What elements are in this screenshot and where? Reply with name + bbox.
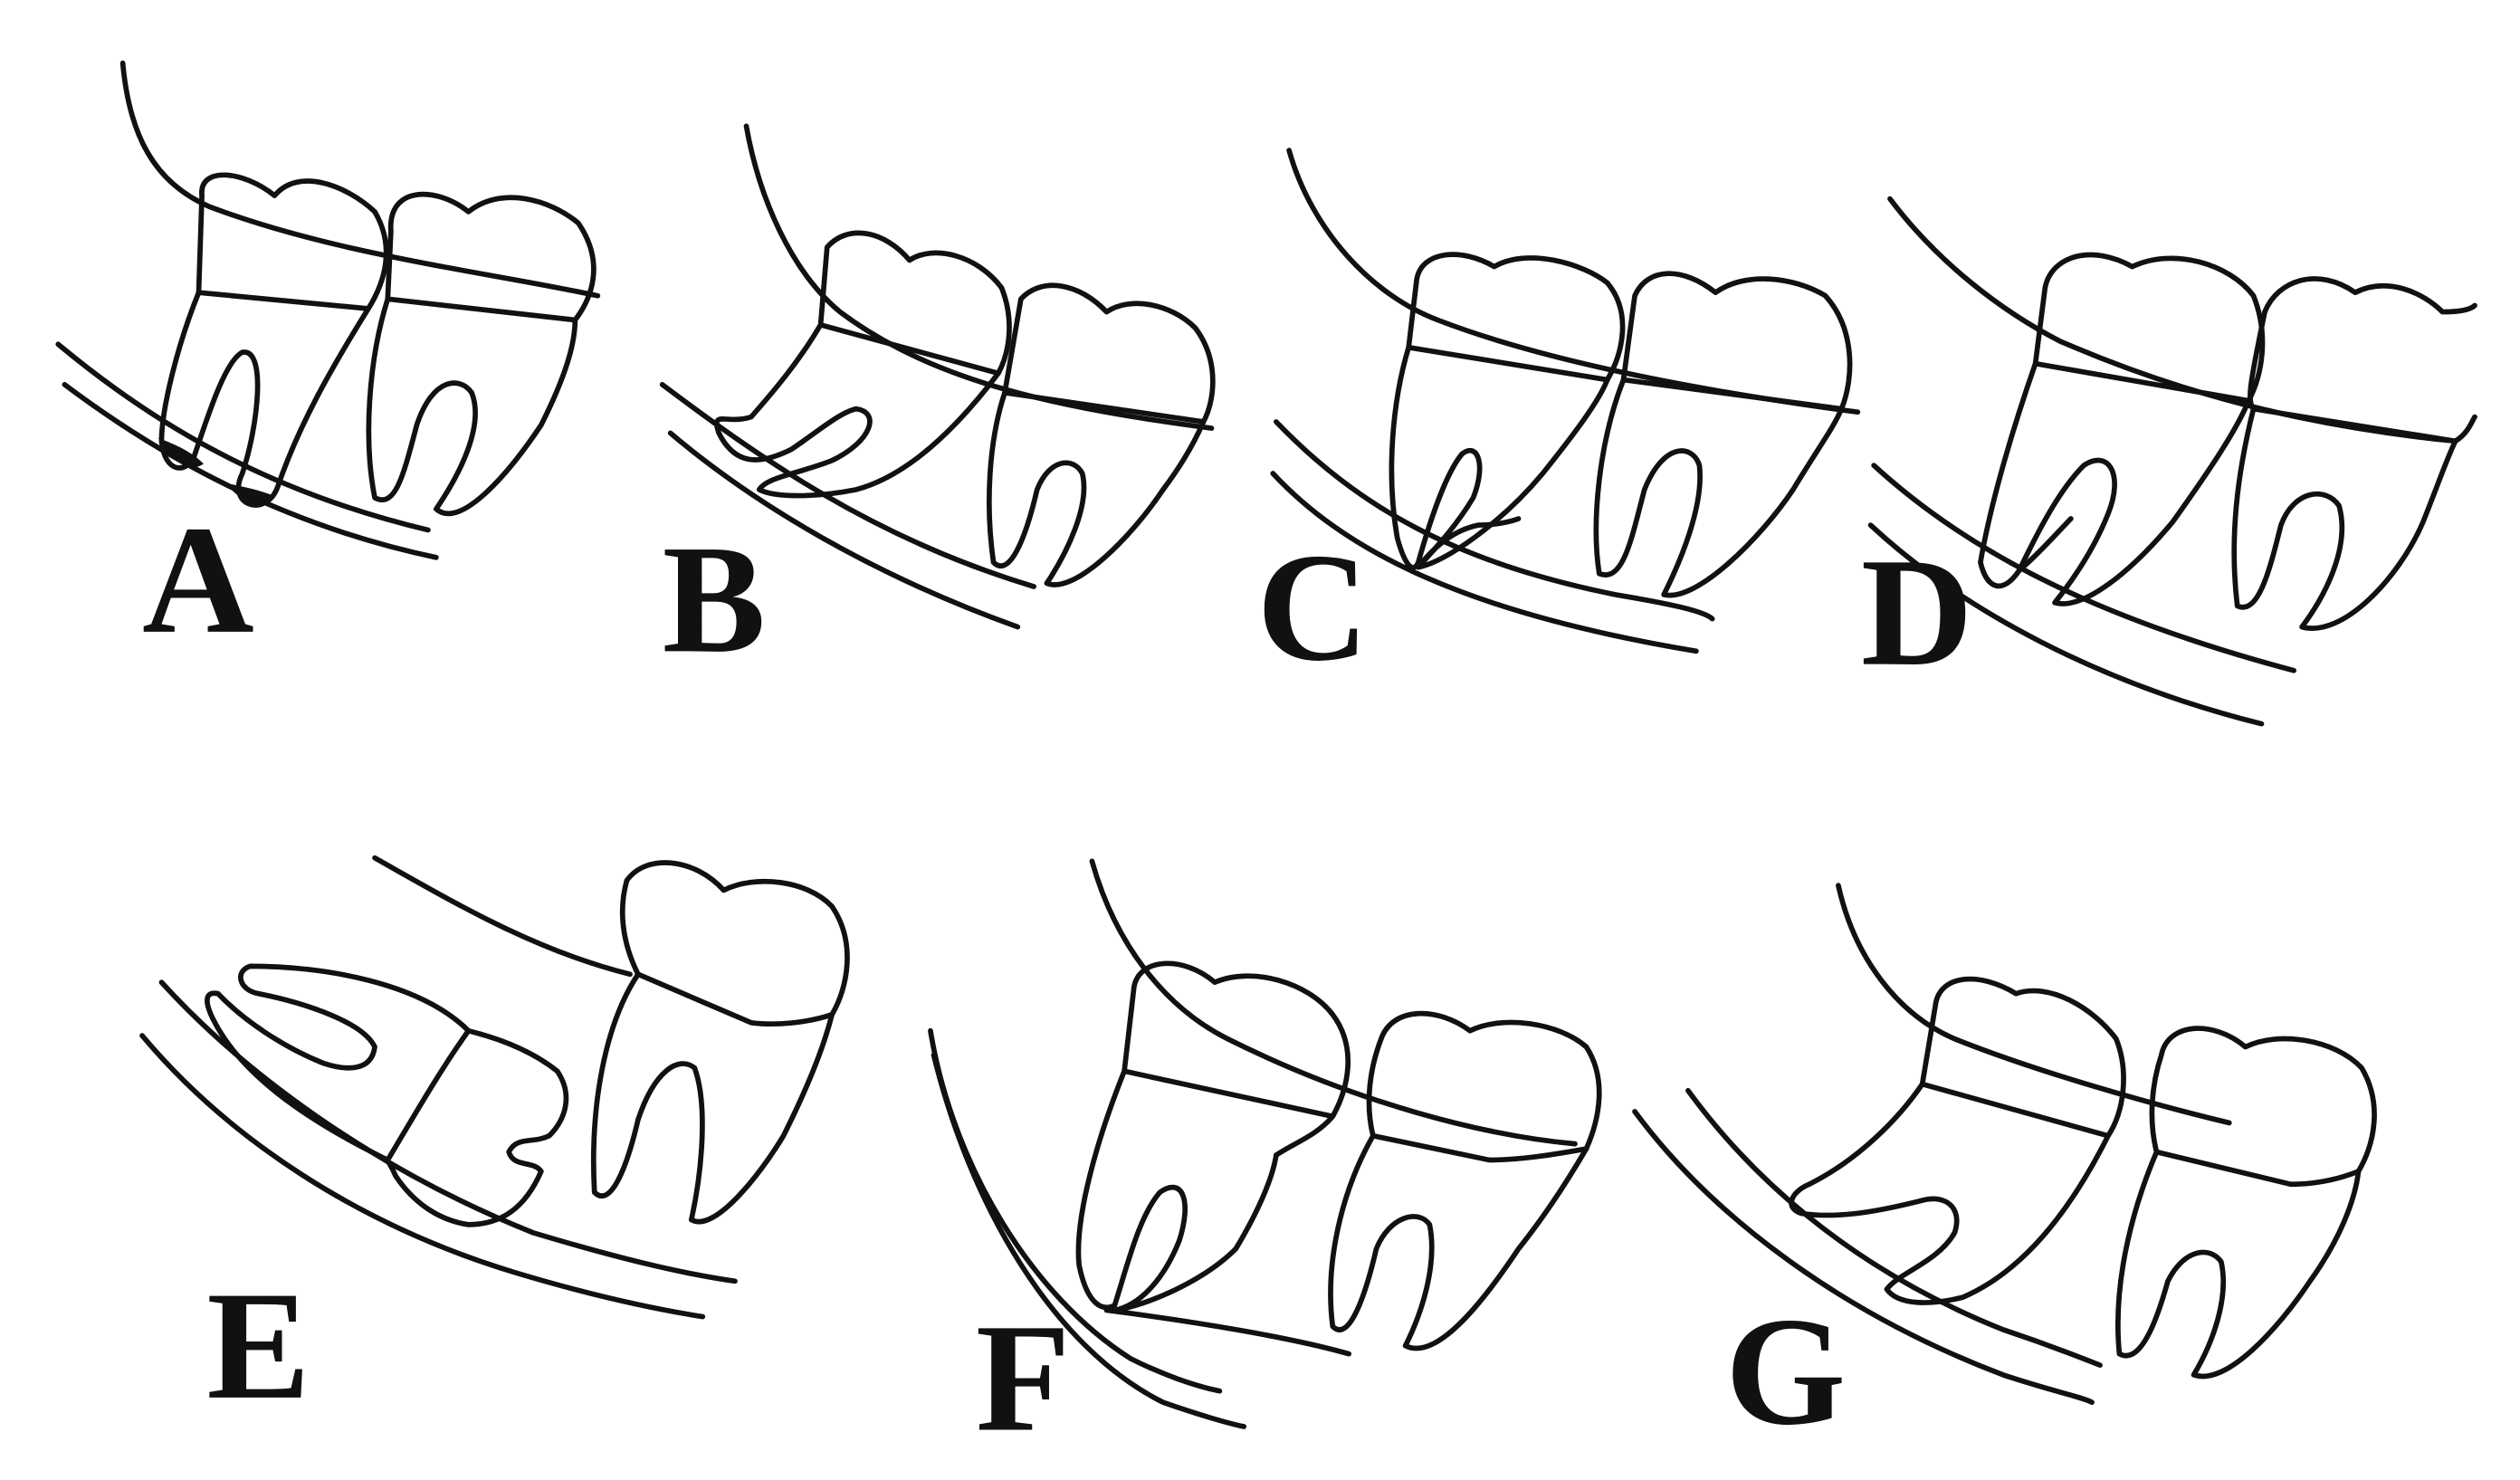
panel-d: D [1861,196,2477,727]
wisdom-tooth-crown [196,172,389,311]
wisdom-tooth-root [1075,1068,1279,1313]
second-molar-crown [385,191,597,323]
panel-f: F [928,858,1602,1465]
panel-label: B [663,513,766,685]
panel-b: B [659,123,1216,685]
bone-line-upper [1871,463,2297,673]
panel-label: C [1256,521,1369,693]
bone-line-lower [667,430,1021,630]
panel-g: G [1632,883,2377,1457]
panel-label: D [1861,527,1973,699]
wisdom-tooth-crown [1406,252,1626,383]
root-shading [225,482,275,504]
wisdom-tooth-root [1389,344,1610,570]
second-molar-body [2248,309,2458,444]
wisdom-tooth-root [1789,1081,2111,1305]
bone-line-upper [1273,419,1715,622]
bone-line-upper [55,341,431,533]
panel-c: C [1256,148,1861,693]
second-molar-root [1593,377,1845,598]
wisdom-tooth-crown [1919,976,2126,1139]
wisdom-tooth-root [1978,360,2252,606]
gum-line [1089,858,1578,1147]
panel-a: A [55,60,601,666]
gum-line [1887,196,2477,444]
bone-line-lower [1270,471,1699,654]
panel-label: A [142,494,254,666]
second-molar-root [986,389,1207,587]
panel-label: G [1725,1285,1846,1457]
wisdom-tooth-crown [385,1027,569,1227]
panel-label: E [206,1260,310,1432]
gum-line [1836,883,2232,1126]
wisdom-tooth-root [714,321,1001,499]
second-molar-root [2115,1149,2362,1380]
wisdom-tooth-crown [1122,960,1351,1120]
gum-line [743,123,1215,431]
bone-line-lower [1632,1109,2095,1406]
root-inner-curve [2016,516,2074,573]
second-molar-crown [1002,282,1216,425]
second-molar-root [366,296,578,517]
wisdom-tooth-root [158,290,371,508]
wisdom-tooth-root-tip [1416,516,1522,570]
second-molar-crown [2149,1026,2377,1188]
panel-e: E [139,855,850,1432]
bone-line-lower [139,1033,706,1320]
bone-line-upper [158,979,738,1284]
second-molar-root [2231,406,2458,631]
wisdom-tooth-crown [817,230,1012,377]
second-molar-crown [1620,271,1853,412]
wisdom-tooth-body [1273,1113,1336,1159]
root-apex-bone-line [1103,1307,1352,1357]
second-molar-root [1328,1132,1589,1351]
second-molar-root [590,971,835,1225]
second-molar-crown [619,860,850,1026]
bone-line-lower [1867,522,2265,727]
wisdom-tooth-crown [2032,252,2266,404]
root-shading [158,437,204,467]
gum-line [372,855,633,978]
wisdom-tooth-root [205,963,472,1163]
bone-line-upper [1685,1087,2103,1369]
second-molar-crown [2262,276,2477,315]
panel-label: F [976,1293,1071,1465]
gum-line [119,60,601,299]
second-molar-crown [1366,1010,1602,1163]
bone-line-lower [931,1052,1247,1429]
